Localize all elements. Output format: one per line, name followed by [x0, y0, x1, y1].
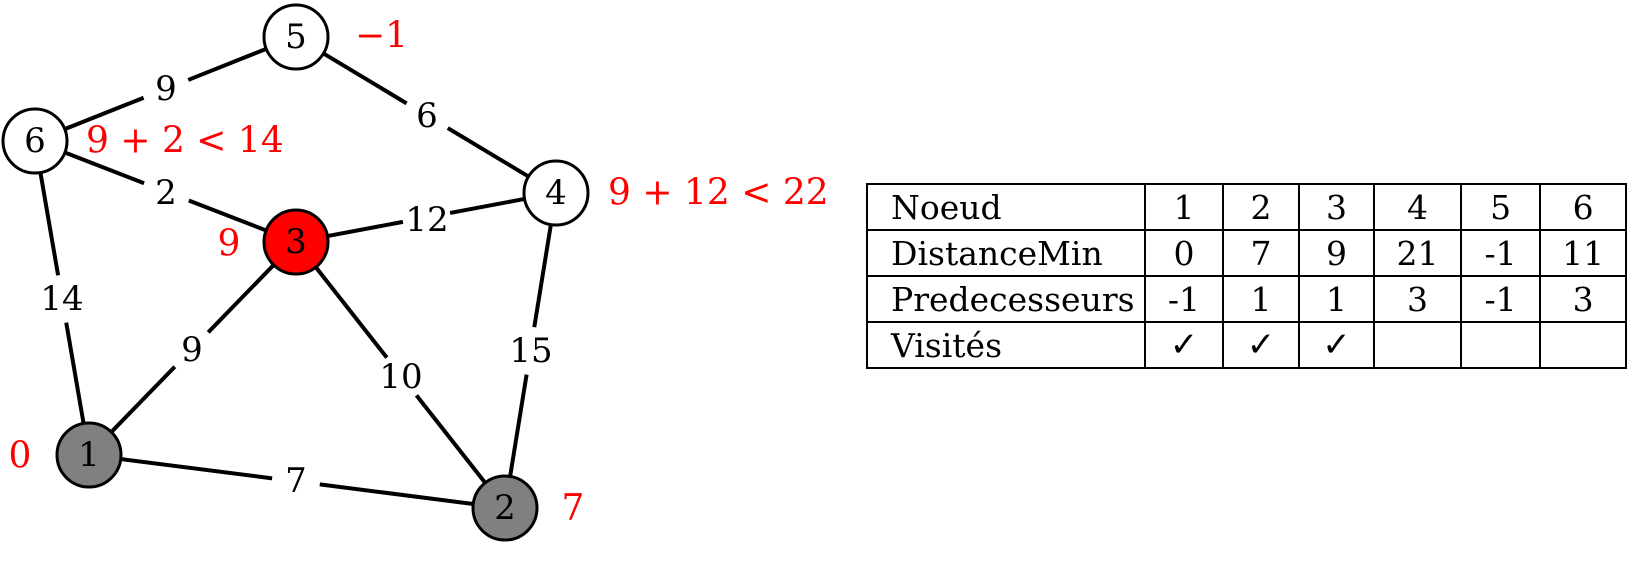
edge-line-5-6-a — [187, 46, 268, 82]
edge-line-3-2-a — [314, 265, 389, 359]
node-circle-5 — [262, 3, 330, 71]
cell-predecesseurs-5: -1 — [1459, 275, 1542, 323]
check-mark-icon: ✓ — [1143, 321, 1225, 369]
edge-weight-1-2: 7 — [285, 461, 307, 501]
cell-visites-5 — [1459, 321, 1542, 369]
node-label-2: 2 — [494, 488, 516, 528]
cell-predecesseurs-2: 1 — [1222, 275, 1300, 323]
row-header-visites: Visités — [866, 321, 1146, 369]
node-annotation-3: 9 — [218, 224, 241, 265]
row-header-distancemin: DistanceMin — [866, 229, 1146, 277]
node-label-1: 1 — [78, 435, 100, 475]
node-annotation-4: 9 + 12 < 22 — [608, 173, 829, 214]
node-label-6: 6 — [24, 121, 46, 161]
table-row-predecesseurs: Predecesseurs -1 1 1 3 -1 3 — [866, 275, 1627, 323]
node-label-5: 5 — [285, 17, 307, 57]
check-mark-icon: ✓ — [1222, 321, 1300, 369]
cell-visites-6 — [1539, 321, 1627, 369]
node-annotation-1: 0 — [9, 436, 32, 477]
table-row-noeud: Noeud 1 2 3 4 5 6 — [866, 183, 1627, 231]
cell-noeud-1: 1 — [1143, 183, 1225, 231]
edge-line-4-2-b — [508, 374, 529, 477]
row-header-predecesseurs: Predecesseurs — [866, 275, 1146, 323]
edge-weight-6-1: 14 — [40, 279, 83, 319]
dijkstra-state-table: Noeud 1 2 3 4 5 6 DistanceMin 0 7 9 21 -… — [866, 183, 1627, 369]
cell-distancemin-4: 21 — [1373, 229, 1462, 277]
node-circle-4 — [522, 159, 590, 227]
node-label-4: 4 — [545, 173, 567, 213]
check-mark-icon: ✓ — [1297, 321, 1376, 369]
edge-line-1-2-a — [120, 457, 273, 481]
node-annotation-2: 7 — [562, 488, 585, 529]
node-annotation-5: −1 — [355, 16, 408, 57]
edge-line-3-4-b — [449, 196, 525, 215]
edge-weight-5-4: 6 — [416, 96, 438, 136]
edge-weight-3-1: 9 — [181, 330, 203, 370]
cell-noeud-2: 2 — [1222, 183, 1300, 231]
cell-distancemin-5: -1 — [1459, 229, 1542, 277]
node-label-3: 3 — [285, 222, 307, 262]
edge-line-3-1-a — [206, 263, 276, 334]
edge-line-5-4-a — [322, 51, 408, 106]
table-row-distancemin: DistanceMin 0 7 9 21 -1 11 — [866, 229, 1627, 277]
cell-visites-4 — [1373, 321, 1462, 369]
cell-distancemin-3: 9 — [1297, 229, 1376, 277]
edge-line-6-3-b — [188, 198, 267, 233]
edge-line-5-6-b — [63, 95, 145, 132]
edge-weight-6-3: 2 — [155, 173, 177, 213]
cell-distancemin-2: 7 — [1222, 229, 1300, 277]
node-circle-2 — [471, 474, 539, 542]
edge-line-4-2-a — [532, 224, 553, 328]
edge-line-6-1-a — [38, 172, 61, 276]
edge-weight-3-4: 12 — [405, 200, 448, 240]
cell-distancemin-1: 0 — [1143, 229, 1225, 277]
node-circle-6 — [1, 107, 69, 175]
cell-predecesseurs-4: 3 — [1373, 275, 1462, 323]
node-circle-1 — [55, 421, 123, 489]
edge-line-3-1-b — [109, 365, 177, 434]
edge-line-3-4-a — [327, 219, 404, 239]
edge-line-3-2-b — [414, 394, 487, 485]
edge-weight-4-2: 15 — [509, 331, 552, 371]
cell-predecesseurs-1: -1 — [1143, 275, 1225, 323]
annotations-layer: 0 7 9 9 + 12 < 22 −1 9 + 2 < 14 — [9, 16, 829, 529]
cell-noeud-5: 5 — [1459, 183, 1542, 231]
edge-weight-5-6: 9 — [155, 69, 177, 109]
cell-noeud-3: 3 — [1297, 183, 1376, 231]
edge-line-6-1-b — [64, 322, 86, 424]
edge-line-6-3-a — [64, 150, 145, 186]
edge-line-1-2-b — [319, 482, 474, 506]
node-circle-3 — [262, 208, 330, 276]
node-annotation-6: 9 + 2 < 14 — [86, 121, 284, 162]
edges-layer: 9 6 2 12 14 9 10 15 7 — [38, 46, 553, 506]
cell-noeud-4: 4 — [1373, 183, 1462, 231]
cell-distancemin-6: 11 — [1539, 229, 1627, 277]
cell-noeud-6: 6 — [1539, 183, 1627, 231]
table-row-visites: Visités ✓ ✓ ✓ — [866, 321, 1627, 369]
edge-line-5-4-b — [446, 126, 530, 179]
edge-weight-3-2: 10 — [379, 357, 422, 397]
row-header-noeud: Noeud — [866, 183, 1146, 231]
cell-predecesseurs-6: 3 — [1539, 275, 1627, 323]
cell-predecesseurs-3: 1 — [1297, 275, 1376, 323]
